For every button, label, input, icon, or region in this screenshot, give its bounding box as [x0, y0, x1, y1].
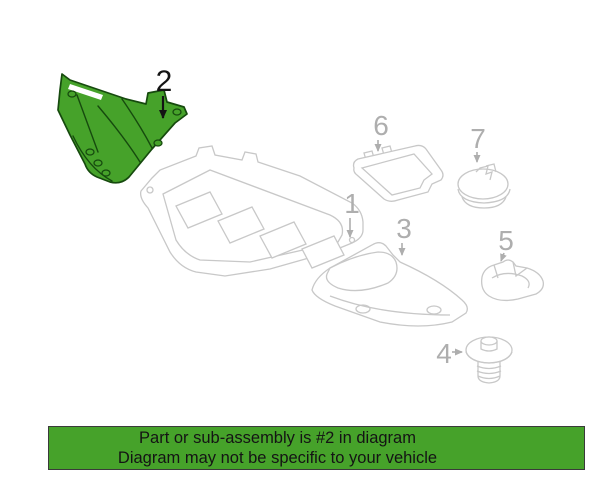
- callout-1: 1: [344, 188, 360, 238]
- highlight-caption: Part or sub-assembly is #2 in diagram Di…: [48, 426, 585, 470]
- callout-4-number: 4: [436, 338, 452, 369]
- part-4-drawing: [465, 336, 513, 384]
- part-2-drawing: [57, 73, 188, 184]
- callout-6: 6: [373, 110, 389, 152]
- callout-5-number: 5: [498, 225, 514, 256]
- callout-2-number: 2: [156, 65, 173, 98]
- part-6-drawing: [352, 144, 444, 202]
- callout-3-number: 3: [396, 213, 412, 244]
- callout-3: 3: [396, 213, 412, 256]
- parts-diagram: 2 1 3 6 7 5 4: [57, 65, 544, 384]
- caption-line-1: Part or sub-assembly is #2 in diagram: [139, 429, 416, 447]
- part-1-drawing: [140, 145, 364, 277]
- callout-1-number: 1: [344, 188, 360, 219]
- callout-7: 7: [470, 123, 486, 163]
- callout-5: 5: [498, 225, 514, 262]
- part-5-drawing: [481, 259, 544, 302]
- part-3-drawing: [311, 242, 468, 327]
- callout-2: 2: [156, 65, 173, 119]
- part-7-drawing: [457, 163, 511, 209]
- callout-6-number: 6: [373, 110, 389, 141]
- callout-5-arrow: [500, 252, 507, 262]
- caption-line-2: Diagram may not be specific to your vehi…: [117, 449, 438, 467]
- callout-4: 4: [436, 338, 463, 369]
- callout-7-number: 7: [470, 123, 486, 154]
